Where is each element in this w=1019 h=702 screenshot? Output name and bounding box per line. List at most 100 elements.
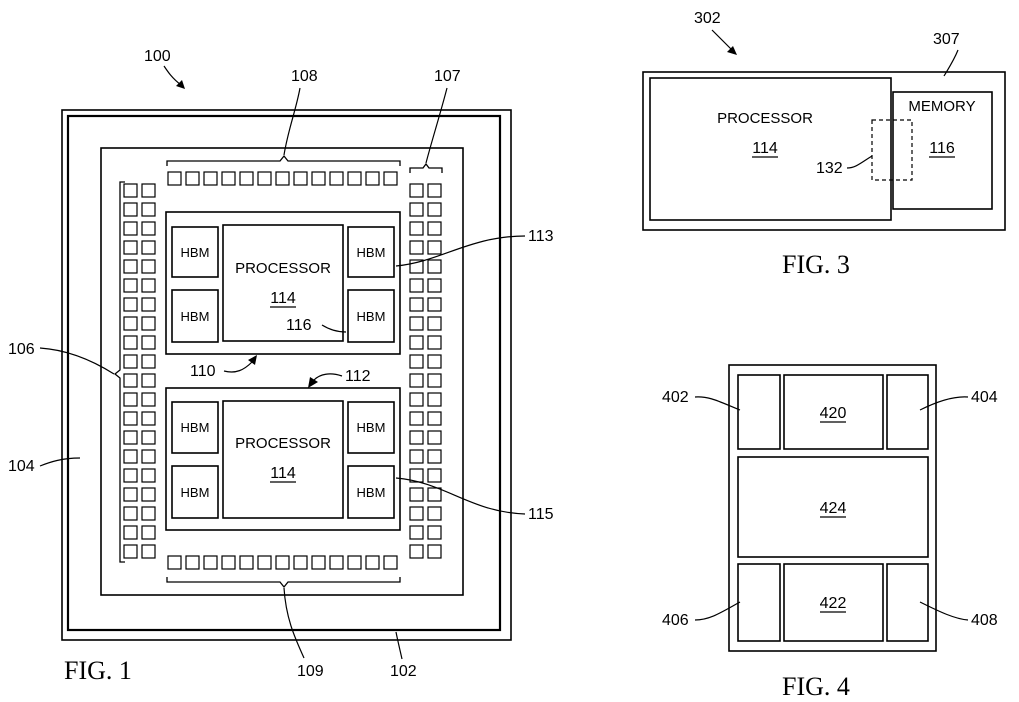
hbm-bottom-left-upper (171, 401, 219, 454)
die-outline-top (165, 211, 401, 355)
processor-block-top (222, 224, 344, 342)
leader-107 (425, 87, 448, 164)
hbm-label: HBM (357, 485, 386, 500)
bump-pad (409, 449, 424, 464)
bump-pad (257, 555, 272, 570)
leader-307 (943, 49, 959, 77)
processor-block-bottom (222, 400, 344, 519)
leader-106 (39, 347, 115, 375)
bump-pad (427, 240, 442, 255)
hbm-top-left-lower (171, 289, 219, 343)
brace-106 (113, 181, 125, 563)
die-outline-bottom (165, 387, 401, 531)
bump-row-top (167, 171, 398, 186)
bump-pad (167, 171, 182, 186)
package-outer-ring (66, 114, 502, 632)
ref-402: 402 (662, 389, 689, 406)
bump-pad (329, 555, 344, 570)
leader-113 (395, 235, 526, 267)
bump-pad (141, 202, 156, 217)
bump-pad (203, 555, 218, 570)
brace-107 (409, 162, 443, 173)
bump-pad (141, 221, 156, 236)
ref-422: 422 (820, 595, 847, 612)
arrow-100 (176, 80, 185, 89)
ref-110: 110 (190, 363, 216, 380)
bump-pad (329, 171, 344, 186)
bump-pad (141, 278, 156, 293)
fig4-block-420 (783, 374, 884, 450)
bump-pad (365, 171, 380, 186)
bump-pad (141, 430, 156, 445)
hbm-label: HBM (181, 485, 210, 500)
bump-pad (409, 335, 424, 350)
bump-pad (427, 449, 442, 464)
bump-pad (347, 555, 362, 570)
bump-pad (141, 544, 156, 559)
hbm-label: HBM (357, 245, 386, 260)
bump-pad (123, 506, 138, 521)
leader-402 (694, 396, 741, 411)
bump-pad (409, 468, 424, 483)
bump-pad (293, 171, 308, 186)
hbm-top-right-upper (347, 226, 395, 278)
fig4-block-404 (886, 374, 929, 450)
fig4-block-424 (737, 456, 929, 558)
bump-pad (123, 525, 138, 540)
bump-columns-left (123, 183, 156, 559)
bump-pad (409, 411, 424, 426)
bump-pad (123, 240, 138, 255)
bump-pad (239, 171, 254, 186)
bump-pad (427, 468, 442, 483)
bump-pad (365, 555, 380, 570)
bump-pad (123, 487, 138, 502)
bump-pad (123, 278, 138, 293)
bump-pad (409, 354, 424, 369)
bump-pad (409, 392, 424, 407)
processor-label-bottom: PROCESSOR (235, 435, 331, 452)
fig1-caption: FIG. 1 (64, 656, 132, 685)
brace-108 (166, 154, 401, 166)
bump-pad (123, 411, 138, 426)
fig4-block-422 (783, 563, 884, 642)
ref-112: 112 (345, 368, 371, 385)
bump-pad (311, 555, 326, 570)
fig3-processor-label: PROCESSOR (717, 110, 813, 127)
bump-pad (409, 525, 424, 540)
bump-pad (383, 555, 398, 570)
hbm-label: HBM (181, 420, 210, 435)
bump-pad (141, 392, 156, 407)
bump-pad (123, 183, 138, 198)
leader-406 (694, 601, 741, 621)
bump-pad (427, 525, 442, 540)
leader-112 (313, 373, 343, 381)
fig4-block-406 (737, 563, 781, 642)
fig3-processor-block (649, 77, 892, 221)
ref-107: 107 (434, 68, 461, 85)
bump-pad (427, 335, 442, 350)
bump-pad (409, 544, 424, 559)
bump-pad (427, 278, 442, 293)
bump-pad (409, 430, 424, 445)
bump-pad (123, 544, 138, 559)
fig3-memory-ref: 116 (929, 140, 955, 157)
ref-404: 404 (971, 389, 998, 406)
bump-pad (275, 555, 290, 570)
fig4: 420 424 422 402 404 406 408 FIG. 4 (662, 364, 998, 701)
fig3-processor-ref: 114 (752, 140, 778, 157)
bump-pad (383, 171, 398, 186)
ref-108: 108 (291, 68, 318, 85)
fig3-memory-label: MEMORY (908, 98, 975, 115)
ref-104: 104 (8, 458, 35, 475)
bump-pad (347, 171, 362, 186)
bump-pad (427, 430, 442, 445)
bump-pad (123, 202, 138, 217)
bump-pad (427, 487, 442, 502)
bump-pad (409, 278, 424, 293)
fig3-interface-region-132 (871, 119, 913, 181)
bump-pad (427, 411, 442, 426)
bump-pad (427, 259, 442, 274)
hbm-label: HBM (357, 420, 386, 435)
bump-pad (275, 171, 290, 186)
bump-pad (123, 449, 138, 464)
